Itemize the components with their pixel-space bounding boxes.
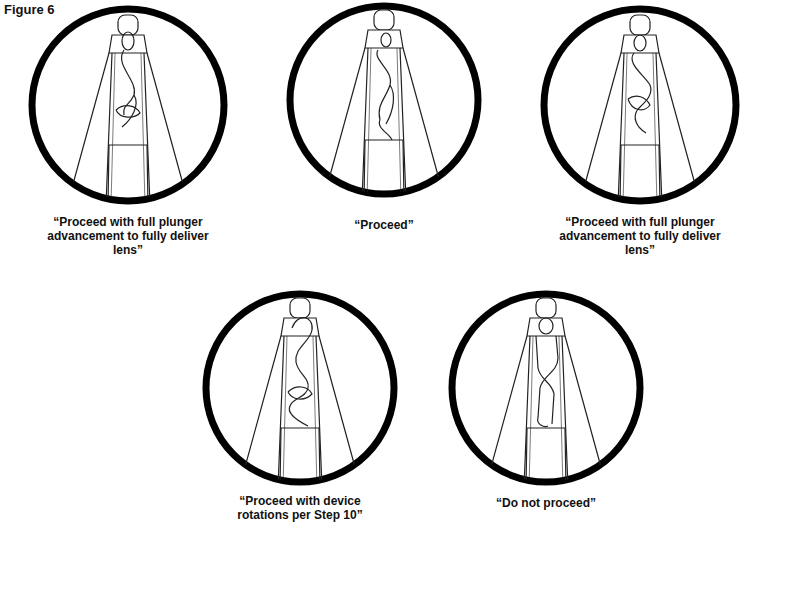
caption: “Proceed with full plunger advancement t… (43, 215, 213, 257)
figure-title: Figure 6 (4, 2, 55, 17)
lens-view-circle: “Proceed” (290, 6, 478, 194)
caption: “Proceed with full plunger advancement t… (555, 215, 725, 257)
lens-view-circle: “Proceed with device rotations per Step … (206, 294, 394, 482)
lens-view-circle: “Do not proceed” (452, 294, 640, 482)
lens-view-circle: “Proceed with full plunger advancement t… (32, 9, 224, 201)
caption: “Proceed with device rotations per Step … (220, 494, 380, 522)
caption: “Proceed” (299, 218, 469, 232)
lens-view-circle: “Proceed with full plunger advancement t… (544, 9, 736, 201)
caption: “Do not proceed” (466, 496, 626, 510)
